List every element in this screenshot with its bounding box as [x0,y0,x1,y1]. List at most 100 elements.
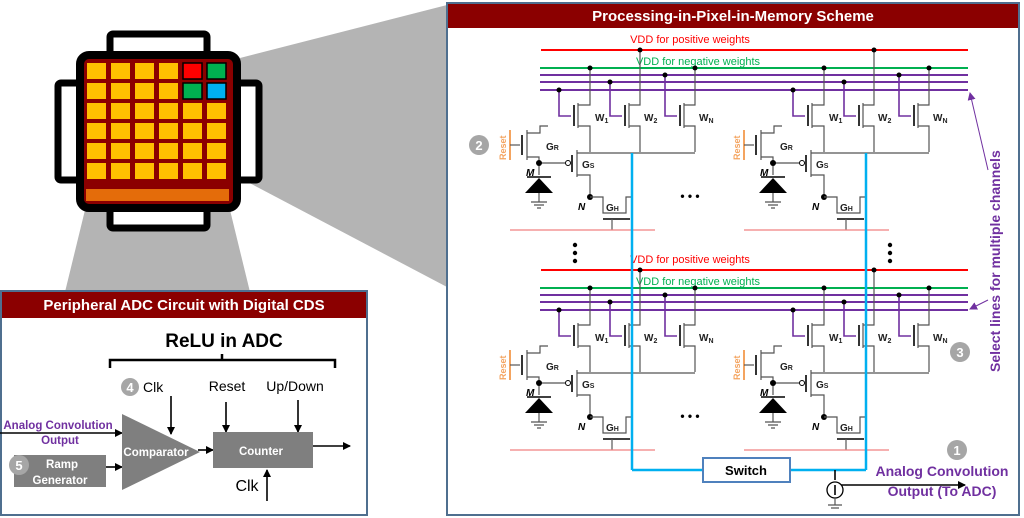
highlighted-pixel-cell [206,82,227,100]
switch [702,457,791,483]
gh-label: GH [606,423,619,434]
w1-label: W1 [595,333,608,345]
gs-label: GS [816,380,829,391]
chip-pixel-cell [183,163,202,179]
chip-pixel-cell [183,143,202,159]
w2-label: W2 [878,113,891,125]
pim-panel-header [448,4,1018,28]
output-label-line1: Analog Convolution [876,463,1009,479]
gs-label: GS [816,160,829,171]
switch-label: Switch [725,463,767,478]
chip-pixel-cell [87,63,106,79]
chip-pixel-cell [87,103,106,119]
zoom-projection-right [240,5,447,287]
select-arrow [967,92,989,171]
pixel-array-block: VDD for positive weights VDD for negativ… [498,34,968,231]
step-marker-5: 5 [9,455,29,475]
comparator-block [122,414,200,490]
chip-pixel-cell [111,123,130,139]
chip-pixel-cell [135,103,154,119]
pim-panel-title: Processing-in-Pixel-in-Memory Scheme [592,8,874,25]
photodiode-icon [525,178,553,193]
gr-label: GR [780,142,793,153]
svg-text:3: 3 [956,345,963,360]
w1-label: W1 [595,113,608,125]
ellipsis-horizontal: • • • [680,409,699,423]
wn-label: WN [933,333,948,345]
output-label-line2: Output (To ADC) [888,483,997,499]
pim-panel [446,2,1020,516]
reset-input-label: Reset [209,378,246,394]
ellipsis-vertical [572,242,893,264]
step-marker-1: 1 [947,440,967,460]
clk-label: Clk [143,379,164,395]
chip-pixel-cell [135,123,154,139]
chip-pixel-cell [87,143,106,159]
chip-pixel-cell [111,163,130,179]
photodiode-icon [525,398,553,413]
relu-brace [108,354,337,368]
ellipsis-horizontal: • • • [680,189,699,203]
chip-pixel-cell [183,123,202,139]
select-lines-label: Select lines for multiple channels [987,150,1003,372]
input-label-line1: Analog Convolution [3,420,112,432]
reset-label: Reset [498,135,508,160]
vdd-negative-label: VDD for negative weights [636,276,761,288]
adc-panel-title: Peripheral ADC Circuit with Digital CDS [43,297,324,314]
vdd-positive-label: VDD for positive weights [630,254,750,266]
pixel-array-block: VDD for positive weights VDD for negativ… [498,254,968,451]
gh-label: GH [606,203,619,214]
chip-icon [54,30,263,232]
m-node-label: M [760,168,769,179]
w2-label: W2 [644,113,657,125]
m-node-label: M [760,388,769,399]
chip-pixel-cell [135,63,154,79]
w2-label: W2 [878,333,891,345]
gs-label: GS [582,380,595,391]
wn-label: WN [699,113,714,125]
step-marker-2: 2 [469,135,489,155]
chip-pixel-cell [135,163,154,179]
wn-label: WN [933,113,948,125]
reset-label: Reset [732,135,742,160]
ramp-label-line2: Generator [33,475,88,487]
select-arrow [969,299,989,310]
pixel-cell: Reset M N GR GS GH W1 W2 WN [732,47,948,231]
counter-block [213,432,313,468]
chip-pixel-cell [183,103,202,119]
step-marker-3: 3 [950,342,970,362]
photodiode-icon [759,398,787,413]
chip-pixel-cell [159,163,178,179]
photodiode-icon [759,178,787,193]
chip-pixel-cell [207,123,226,139]
chip-pixel-cell [111,103,130,119]
highlighted-pixel-cell [182,62,203,80]
gh-label: GH [840,423,853,434]
gr-label: GR [546,142,559,153]
chip-pixel-cell [111,63,130,79]
chip-pixel-cell [207,143,226,159]
w2-label: W2 [644,333,657,345]
vdd-positive-label: VDD for positive weights [630,34,750,46]
m-node-label: M [526,388,535,399]
input-label-line2: Output [41,435,79,447]
comparator-label: Comparator [123,447,189,459]
svg-text:2: 2 [475,138,482,153]
n-node-label: N [578,422,586,433]
chip-pixel-cell [87,123,106,139]
chip-pixel-cell [207,103,226,119]
chip-pixel-cell [207,163,226,179]
chip-pixel-cell [135,83,154,99]
chip-pixel-cell [159,103,178,119]
svg-text:1: 1 [953,443,960,458]
step-marker-4: 4 [121,378,139,396]
gh-label: GH [840,203,853,214]
pixel-cell: Reset M N GR GS GH W1 W2 WN [498,267,714,451]
chip-pixel-cell [111,143,130,159]
gs-label: GS [582,160,595,171]
gr-label: GR [780,362,793,373]
counter-label: Counter [239,446,284,458]
adc-panel-header [2,292,366,318]
n-node-label: N [812,422,820,433]
